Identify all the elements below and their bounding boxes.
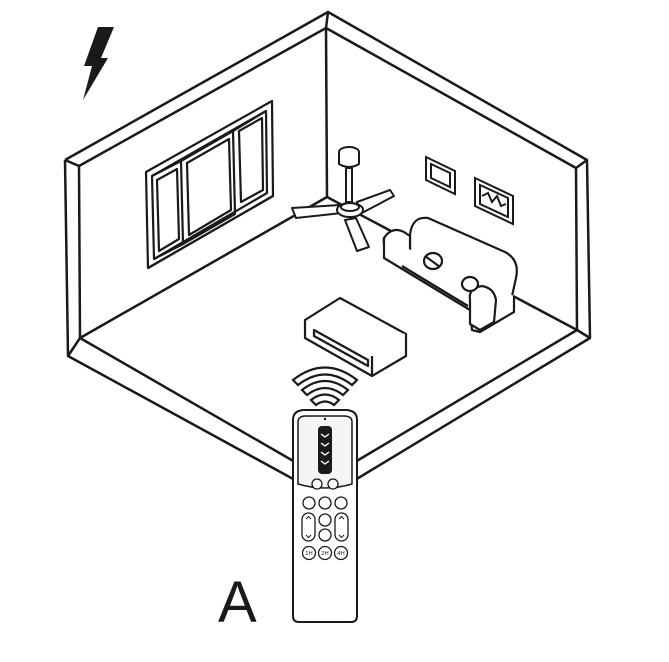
timer-1h-label: 1H bbox=[305, 551, 313, 557]
button-power bbox=[318, 496, 332, 510]
light-mode-button bbox=[327, 478, 339, 490]
button-light bbox=[302, 496, 316, 510]
button-reverse bbox=[318, 513, 332, 527]
picture-frames bbox=[425, 155, 514, 226]
timer-4h-button bbox=[333, 545, 349, 561]
remote-display bbox=[318, 426, 332, 474]
timer-2h-label: 2H bbox=[321, 551, 329, 557]
coffee-table bbox=[303, 296, 408, 378]
button-fan bbox=[334, 496, 348, 510]
timer-2h-button bbox=[317, 545, 333, 561]
dimmer-rocker bbox=[334, 512, 349, 542]
wireless-signal-icon bbox=[291, 366, 359, 407]
button-breeze bbox=[318, 528, 332, 542]
sofa bbox=[382, 216, 518, 334]
ceiling-fan bbox=[291, 146, 395, 252]
timer-1h-button bbox=[301, 545, 317, 561]
lightning-bolt-icon bbox=[83, 27, 114, 100]
window bbox=[144, 99, 275, 270]
room bbox=[63, 10, 592, 482]
timer-4h-label: 4H bbox=[337, 551, 345, 557]
speed-rocker bbox=[301, 512, 316, 542]
figure-label: A bbox=[218, 570, 257, 635]
fan-mode-button bbox=[311, 478, 323, 490]
remote-control bbox=[292, 409, 358, 623]
